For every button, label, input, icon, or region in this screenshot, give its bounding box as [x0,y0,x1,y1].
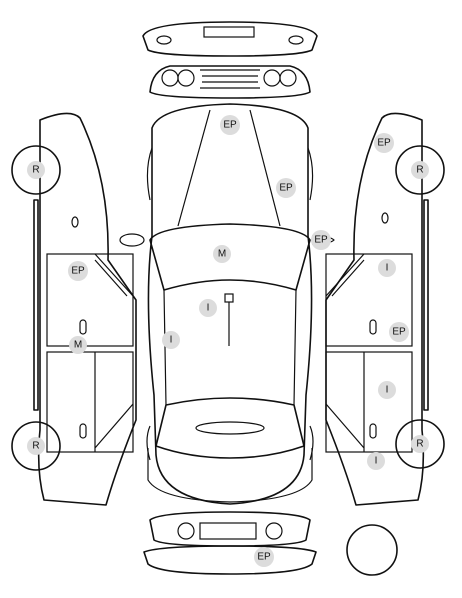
damage-mark-badge [367,452,385,470]
damage-mark-label: EP [392,327,406,338]
damage-mark-badge [378,259,396,277]
damage-mark-label: R [416,439,423,450]
left-side-view [11,112,137,506]
damage-mark-left-rear-wheel: R [27,437,45,455]
damage-mark-right-rear-quarter: I [367,452,385,470]
damage-mark-badge [220,115,240,135]
damage-mark-badge [68,261,88,281]
damage-mark-label: I [386,263,389,274]
damage-mark-label: M [218,249,226,260]
damage-mark-badge [311,230,331,250]
damage-mark-right-front-door-top: I [378,259,396,277]
damage-mark-label: R [32,441,39,452]
damage-mark-roof-center: I [199,299,217,317]
damage-mark-label: R [416,165,423,176]
damage-mark-hood-right: EP [276,178,296,198]
damage-mark-label: EP [257,552,271,563]
damage-mark-right-mirror: EP [311,230,331,250]
damage-mark-left-front-door: EP [68,261,88,281]
damage-mark-right-rear-door: I [378,381,396,399]
damage-mark-right-rear-wheel: R [411,435,429,453]
damage-mark-badge [254,547,274,567]
damage-mark-rear-bumper: EP [254,547,274,567]
damage-mark-label: I [207,303,210,314]
damage-mark-label: R [32,165,39,176]
damage-mark-label: I [386,385,389,396]
damage-mark-badge [411,435,429,453]
damage-mark-left-front-wheel: R [27,161,45,179]
front-bumper [142,21,318,57]
damage-mark-body-left: I [162,331,180,349]
damage-mark-badge [162,331,180,349]
damage-mark-badge [374,133,394,153]
rear-bumper [143,545,317,575]
front-face [149,65,311,99]
damage-mark-label: EP [314,235,328,246]
damage-mark-label: I [375,456,378,467]
rear-face [149,511,311,547]
damage-mark-label: M [74,340,82,351]
damage-mark-badge [27,161,45,179]
damage-mark-right-front-door-bottom: EP [389,322,409,342]
damage-mark-left-rocker: M [69,336,87,354]
damage-mark-badge [69,336,87,354]
damage-mark-label: EP [377,138,391,149]
damage-mark-label: EP [223,120,237,131]
car-top-view [119,103,335,505]
damage-mark-badge [276,178,296,198]
damage-mark-badge [378,381,396,399]
damage-mark-right-front-wheel: R [411,161,429,179]
damage-mark-label: I [170,335,173,346]
damage-mark-badge [27,437,45,455]
damage-mark-label: EP [71,266,85,277]
damage-mark-badge [389,322,409,342]
damage-mark-badge [213,245,231,263]
damage-marks: EP EP EP M I I R R EP M R R EP I EP I I EP [27,115,429,567]
spare-wheel [346,524,398,576]
damage-mark-hood-left: EP [220,115,240,135]
right-side-view [325,112,445,506]
damage-mark-windshield: M [213,245,231,263]
damage-mark-badge [199,299,217,317]
damage-mark-right-fender: EP [374,133,394,153]
damage-mark-badge [411,161,429,179]
damage-mark-label: EP [279,183,293,194]
